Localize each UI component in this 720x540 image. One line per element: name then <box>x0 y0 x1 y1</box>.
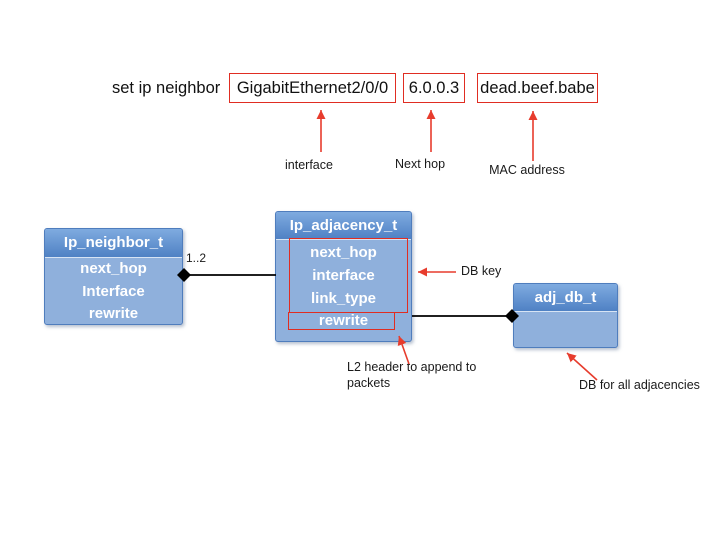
class-box-ip-neighbor: Ip_neighbor_t next_hop Interface rewrite <box>44 228 183 325</box>
class-body-ip-adjacency: next_hop interface link_type rewrite <box>276 240 411 333</box>
annotation-interface: interface <box>285 158 333 172</box>
annotation-db-all-adjacencies: DB for all adjacencies <box>579 378 700 392</box>
arrow-db-all-icon <box>566 352 598 381</box>
class-body-ip-neighbor: next_hop Interface rewrite <box>45 258 182 324</box>
cli-arg-nexthop-box: 6.0.0.3 <box>403 73 465 103</box>
field-link-type: link_type <box>310 289 377 307</box>
annotation-l2-header: L2 header to append to packets <box>347 360 477 390</box>
class-title-adj-db: adj_db_t <box>514 284 617 312</box>
field-interface: interface <box>312 266 375 284</box>
multiplicity-label: 1..2 <box>186 251 207 265</box>
annotation-mac-address: MAC address <box>489 163 565 177</box>
class-box-ip-adjacency: Ip_adjacency_t next_hop interface link_t… <box>275 211 412 342</box>
class-title-ip-neighbor: Ip_neighbor_t <box>45 229 182 258</box>
class-title-ip-adjacency: Ip_adjacency_t <box>276 212 411 240</box>
class-box-adj-db: adj_db_t <box>513 283 618 348</box>
cli-arg-mac-box: dead.beef.babe <box>477 73 598 103</box>
field-interface: Interface <box>82 282 145 300</box>
annotation-db-key: DB key <box>461 264 502 278</box>
cli-arg-interface-box: GigabitEthernet2/0/0 <box>229 73 396 103</box>
cli-command-text: set ip neighbor <box>112 79 221 97</box>
field-rewrite: rewrite <box>318 312 369 330</box>
field-next-hop: next_hop <box>80 260 147 277</box>
field-rewrite: rewrite <box>88 305 139 322</box>
field-next-hop: next_hop <box>310 244 377 261</box>
annotation-next-hop: Next hop <box>394 157 446 171</box>
